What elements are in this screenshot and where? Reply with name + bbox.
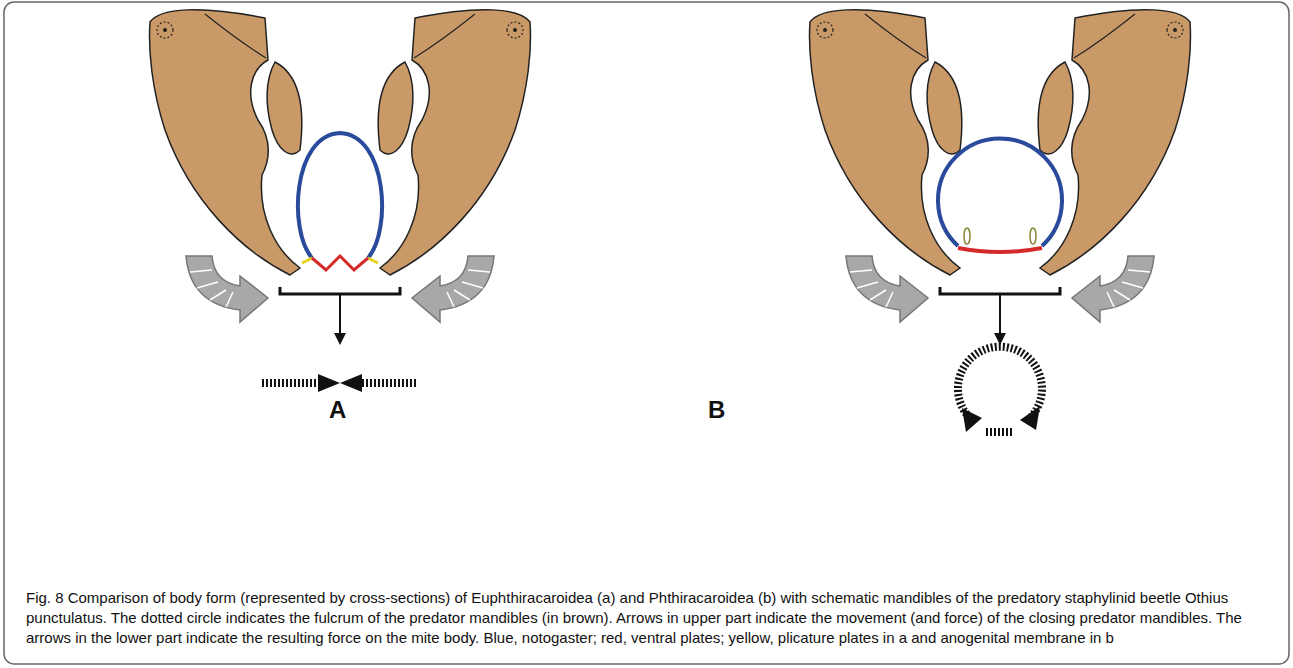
figure-caption: Fig. 8 Comparison of body form (represen…: [26, 588, 1261, 648]
panel-letter: B: [708, 396, 725, 424]
panel-letter: A: [329, 396, 346, 424]
